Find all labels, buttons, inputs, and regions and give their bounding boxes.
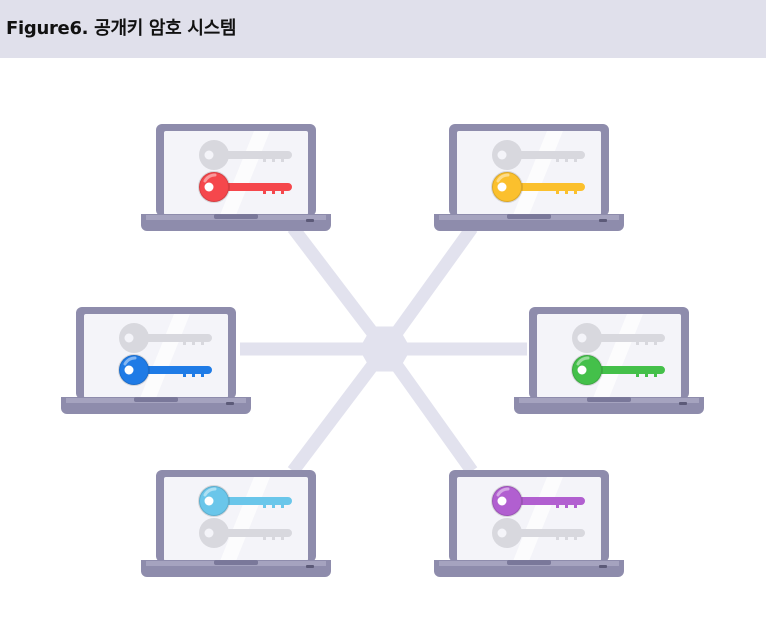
key-icon xyxy=(198,485,292,517)
figure-header: Figure6. 공개키 암호 시스템 xyxy=(0,0,766,58)
key-icon xyxy=(491,171,585,203)
connector-line xyxy=(287,224,391,353)
ghost-key-icon xyxy=(572,323,665,353)
trackpad-notch xyxy=(214,214,258,219)
indicator-light xyxy=(306,219,314,222)
indicator-light xyxy=(226,402,234,405)
laptop-top-left xyxy=(141,124,331,231)
laptop-bottom-left xyxy=(141,470,331,577)
ghost-key-icon xyxy=(492,518,585,548)
figure-title: Figure6. 공개키 암호 시스템 xyxy=(6,18,237,39)
trackpad-notch xyxy=(507,560,551,565)
laptop-middle-left xyxy=(61,307,251,414)
indicator-light xyxy=(599,565,607,568)
trackpad-notch xyxy=(214,560,258,565)
hub xyxy=(359,326,411,372)
key-icon xyxy=(118,354,212,386)
laptop-top-right xyxy=(434,124,624,231)
hub-hexagon xyxy=(359,326,411,372)
trackpad-notch xyxy=(134,397,178,402)
laptop-middle-right xyxy=(514,307,704,414)
laptop-bottom-right xyxy=(434,470,624,577)
trackpad-notch xyxy=(587,397,631,402)
trackpad-notch xyxy=(507,214,551,219)
key-icon xyxy=(491,485,585,517)
indicator-light xyxy=(679,402,687,405)
ghost-key-icon xyxy=(199,518,292,548)
connector-line xyxy=(379,224,478,353)
ghost-key-icon xyxy=(199,140,292,170)
laptops xyxy=(61,124,704,577)
key-icon xyxy=(198,171,292,203)
indicator-light xyxy=(306,565,314,568)
ghost-key-icon xyxy=(492,140,585,170)
ghost-key-icon xyxy=(119,323,212,353)
connectors xyxy=(240,224,527,475)
key-icon xyxy=(571,354,665,386)
connector-line xyxy=(287,345,391,475)
connector-line xyxy=(379,345,478,475)
indicator-light xyxy=(599,219,607,222)
